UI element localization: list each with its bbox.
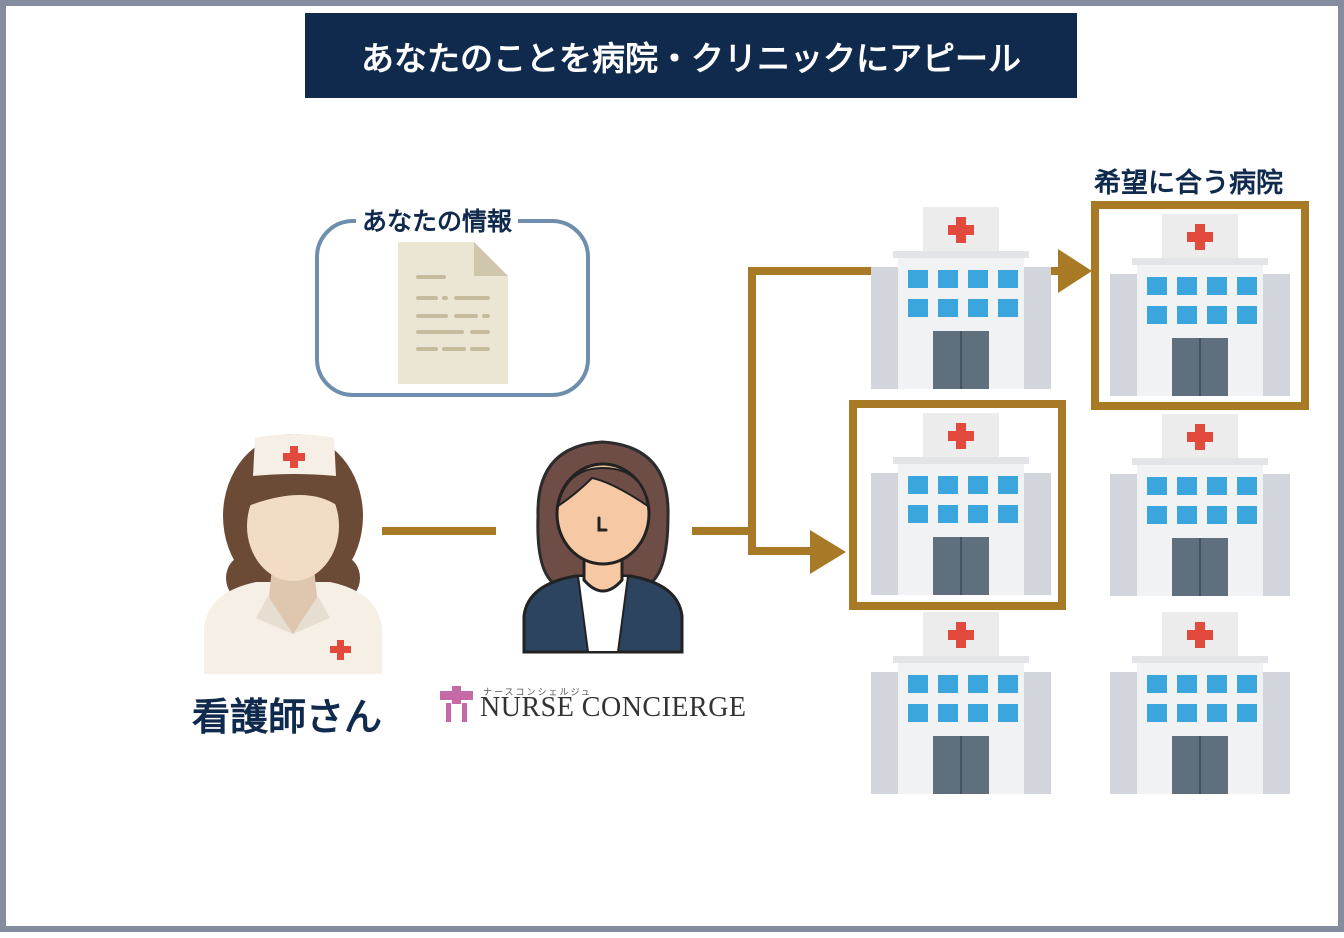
- matching-hospital-label: 希望に合う病院: [1094, 168, 1283, 199]
- logo-mark-icon: [440, 686, 473, 722]
- highlight-frame-top: [1091, 201, 1309, 410]
- document-icon: [398, 242, 508, 384]
- page-title: あなたのことを病院・クリニックにアピール: [305, 13, 1077, 98]
- nurse-label: 看護師さん: [192, 695, 383, 739]
- logo-text: NURSE CONCIERGE: [480, 692, 747, 723]
- arrow-head-top: [1058, 249, 1092, 293]
- info-label: あなたの情報: [356, 202, 519, 238]
- concierge-icon: [522, 440, 684, 654]
- hospital-icon: [870, 206, 1052, 390]
- hospital-icon: [1109, 213, 1291, 397]
- logo-subtitle: ナースコンシェルジュ: [483, 688, 592, 698]
- arrow-head-middle: [810, 530, 846, 574]
- hospital-icon: [1109, 413, 1291, 597]
- diagram-graphics: [204, 201, 1309, 795]
- hospital-icon: [870, 611, 1052, 795]
- hospital-icon: [1109, 611, 1291, 795]
- hospital-icon: [870, 412, 1052, 596]
- highlight-frame-middle: [849, 400, 1066, 610]
- nurse-icon: [204, 434, 382, 674]
